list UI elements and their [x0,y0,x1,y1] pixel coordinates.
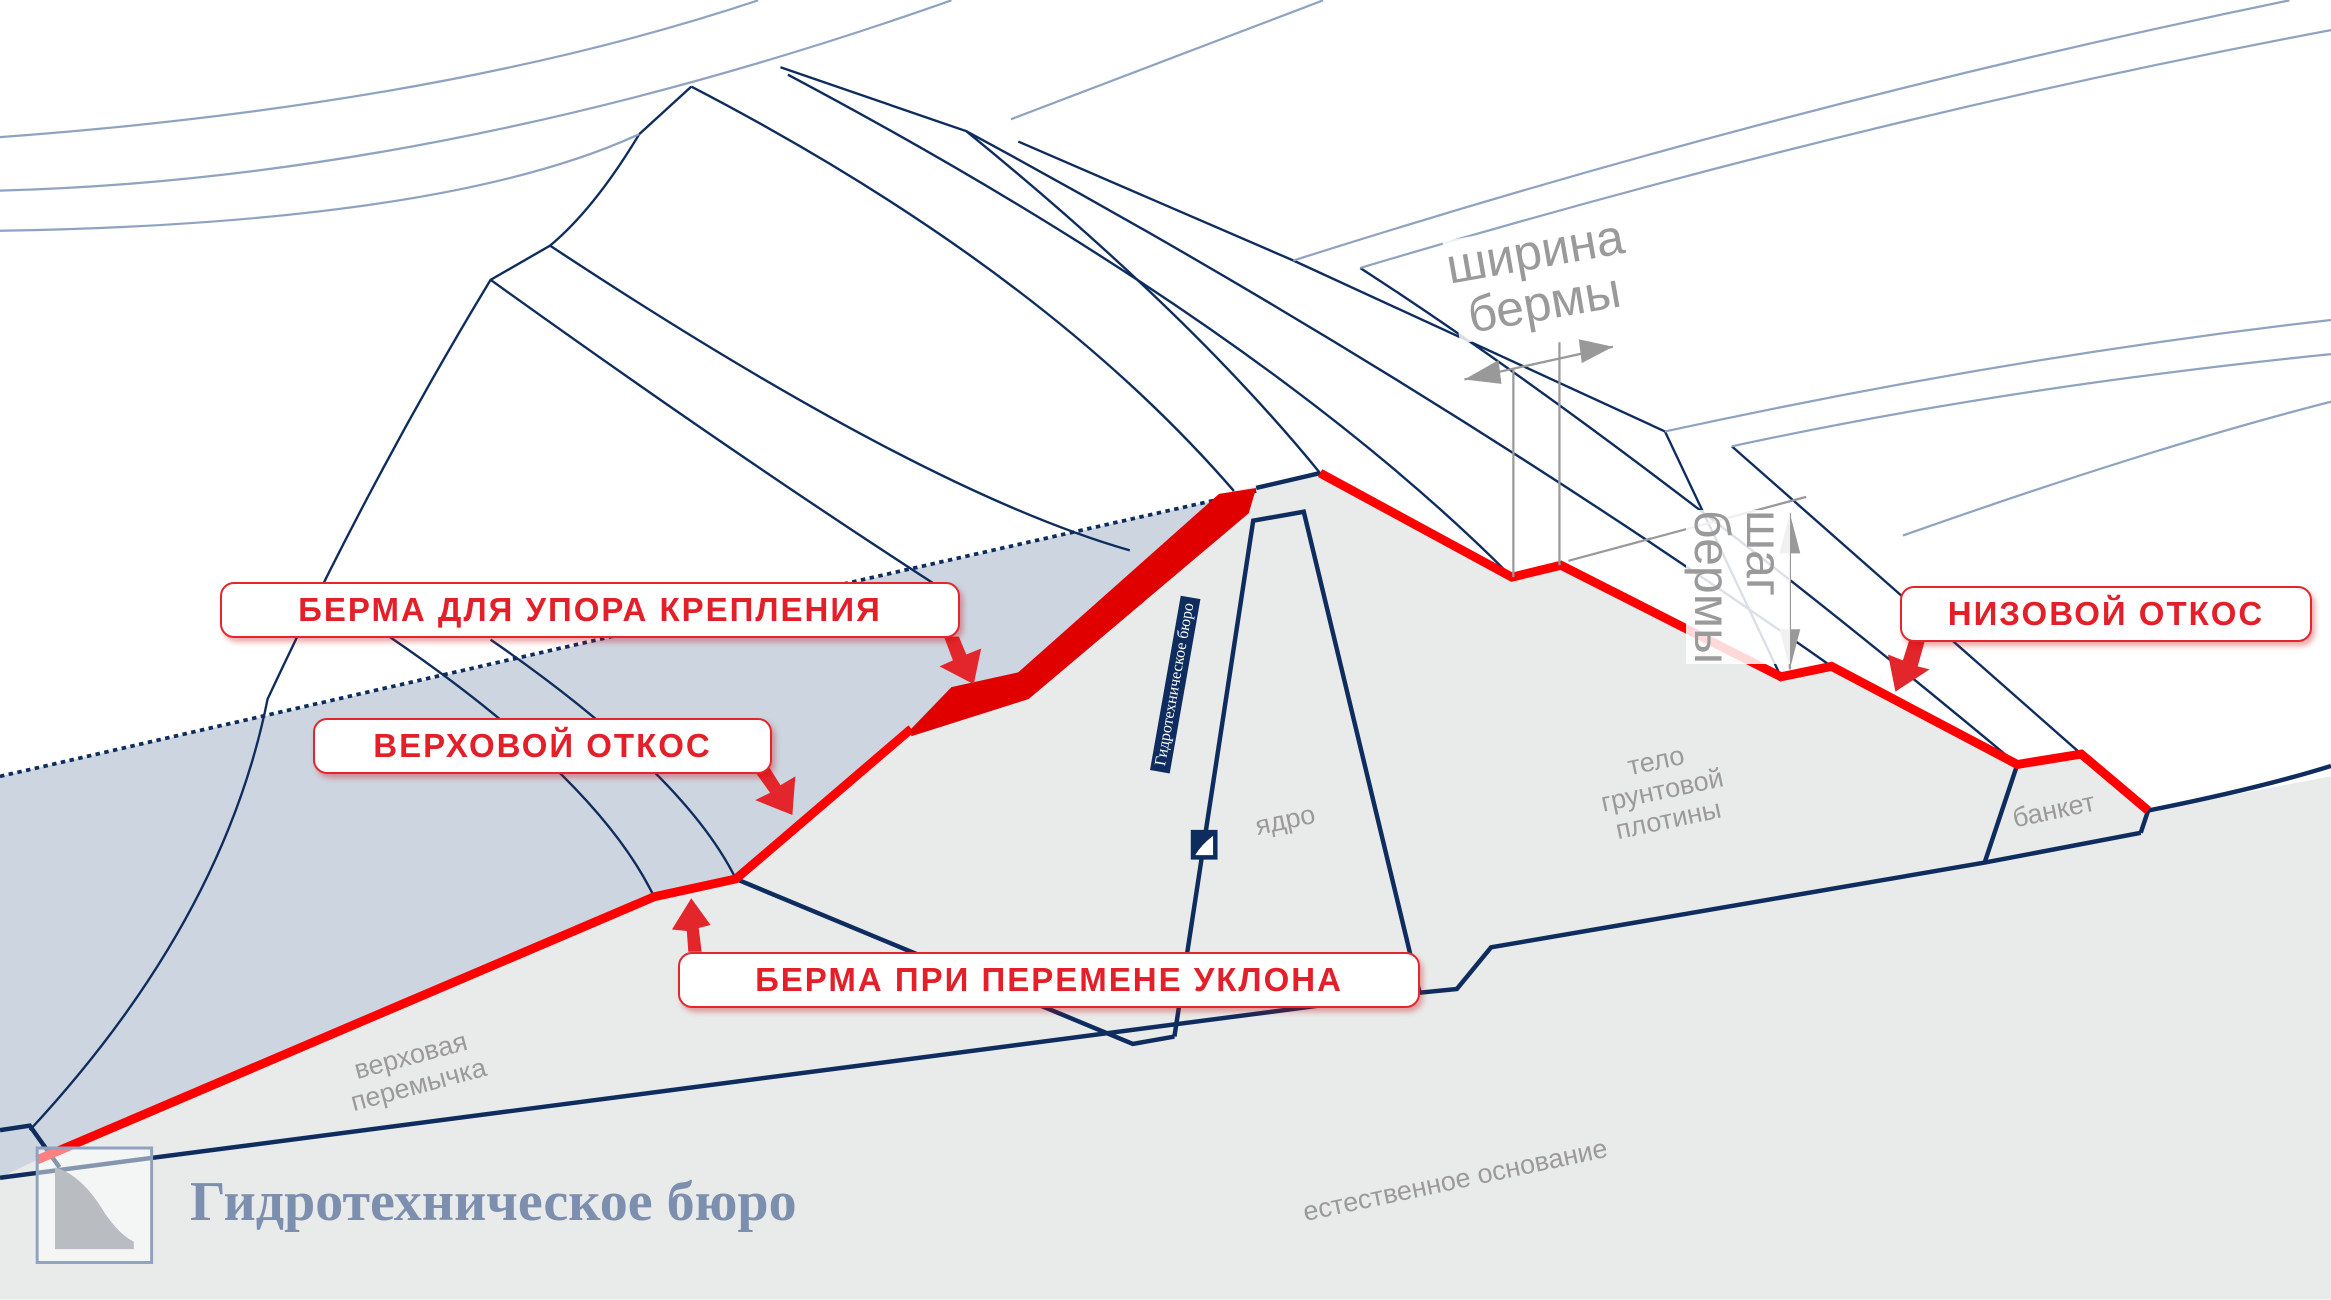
callout-downstream-slope: НИЗОВОЙ ОТКОС [1900,586,2312,642]
background-contours [0,0,2331,537]
berm-support-thick [911,487,1257,737]
reservoir-water [0,490,1257,1178]
callout-berm-support: БЕРМА ДЛЯ УПОРА КРЕПЛЕНИЯ [220,582,960,638]
slope-profile-upstream [35,725,915,1165]
callout-arrows [671,636,1930,952]
berm-step-label: шаг бермы [1684,510,1792,665]
berm-step-line2: бермы [1684,510,1740,665]
logo-mark [35,1146,154,1264]
structure-lines [0,470,2331,1180]
berm-step-line1: шаг [1736,510,1792,597]
callout-upstream-slope: ВЕРХОВОЙ ОТКОС [313,718,772,774]
core-logo-badge [1190,829,1218,860]
brand-name: Гидротехническое бюро [190,1171,797,1233]
slope-profile-downstream [1317,469,2152,814]
dam-body [0,473,2331,1300]
callout-berm-slope-change: БЕРМА ПРИ ПЕРЕМЕНЕ УКЛОНА [678,952,1420,1008]
